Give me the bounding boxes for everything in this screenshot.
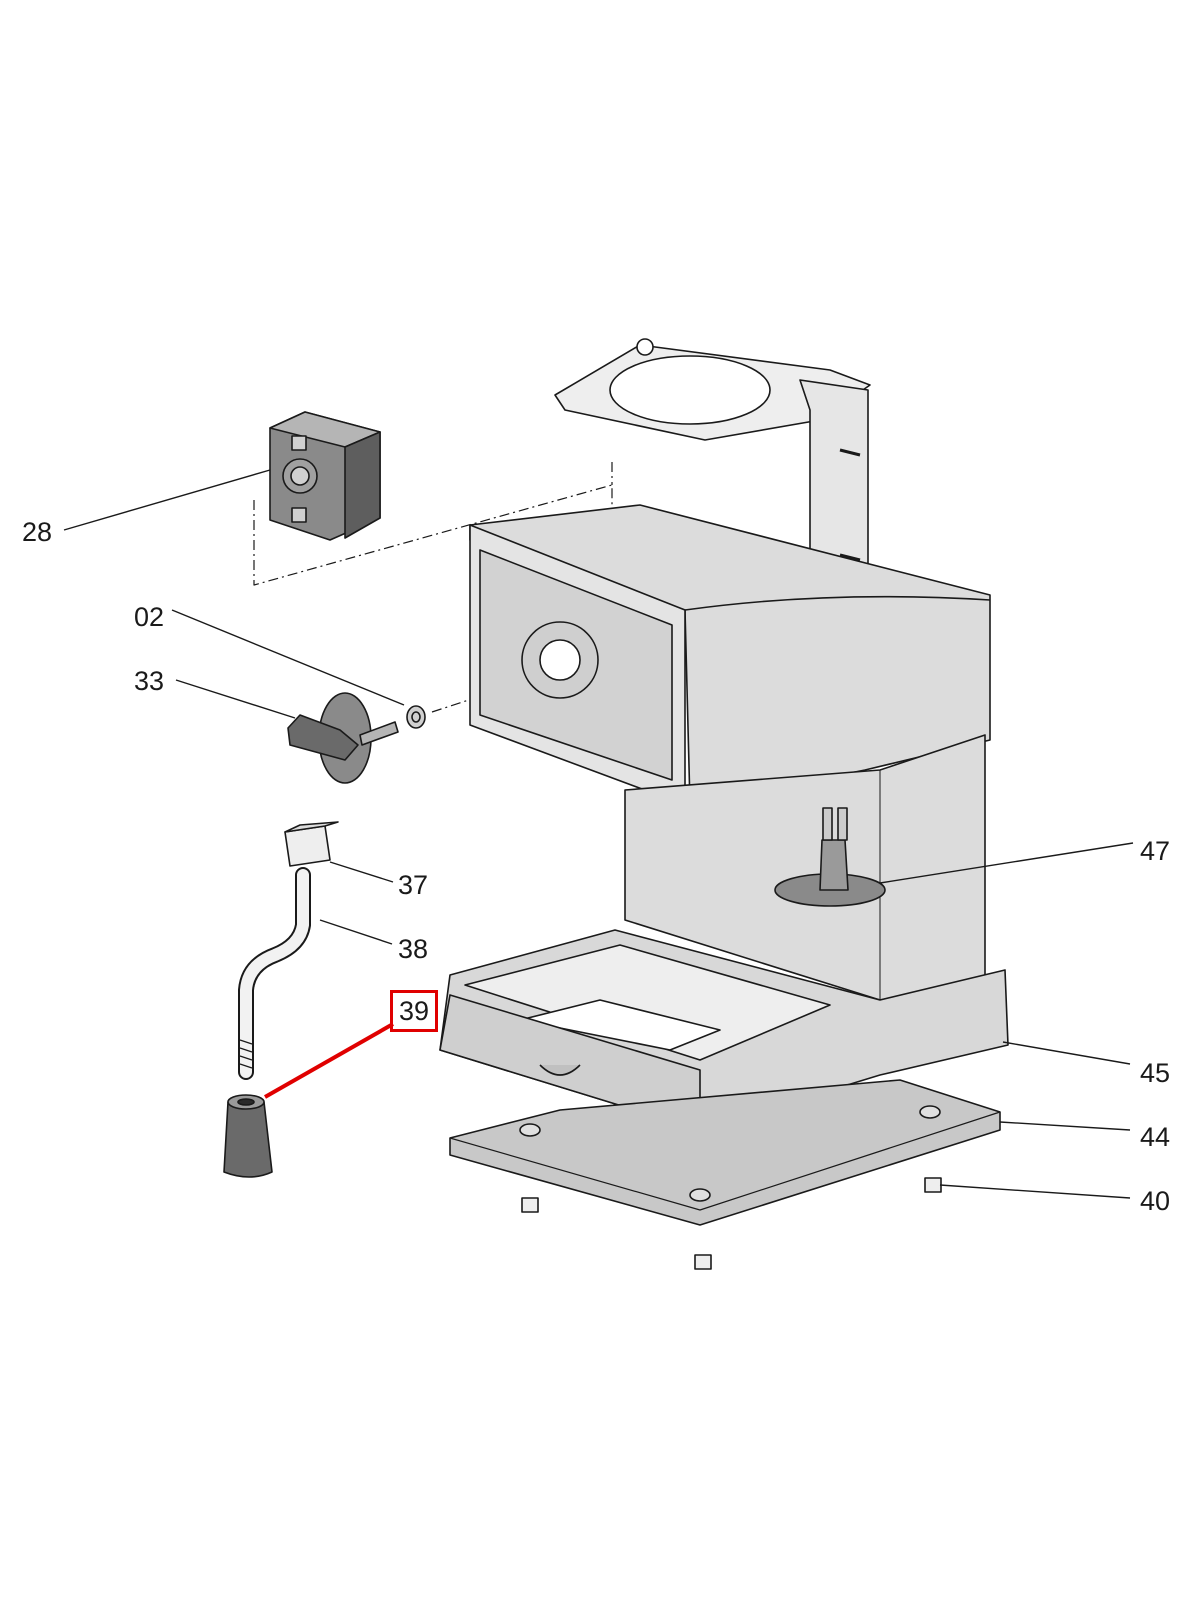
callout-28: 28 <box>22 517 53 547</box>
leader-02 <box>171 609 405 706</box>
callout-39-highlighted: 39 <box>390 990 439 1032</box>
leader-37 <box>329 861 394 883</box>
part-40-feet <box>521 1177 942 1270</box>
part-main-body-upper <box>469 504 991 806</box>
part-39-nozzle-tip <box>223 1094 273 1178</box>
leader-44 <box>999 1121 1131 1131</box>
leader-47 <box>879 842 1134 884</box>
callout-02: 02 <box>134 602 165 632</box>
part-47-spout <box>774 807 886 907</box>
callout-37: 37 <box>398 870 429 900</box>
callout-45: 45 <box>1140 1058 1171 1088</box>
part-45-drip-tray-base <box>439 929 1009 1131</box>
part-02-spring <box>406 705 426 729</box>
callout-40: 40 <box>1140 1186 1171 1216</box>
callout-33: 33 <box>134 666 165 696</box>
callout-38: 38 <box>398 934 429 964</box>
callout-47: 47 <box>1140 836 1171 866</box>
leader-45 <box>1002 1041 1131 1065</box>
callout-44: 44 <box>1140 1122 1171 1152</box>
leader-39-highlight <box>264 1022 394 1099</box>
part-33-knob <box>287 692 399 784</box>
leader-33 <box>175 679 296 719</box>
part-upper-bracket <box>554 338 871 591</box>
leader-lines <box>63 469 1134 1199</box>
leader-38 <box>319 919 393 945</box>
part-38-tube <box>238 867 311 1080</box>
part-44-bottom-plate <box>449 1079 1001 1226</box>
part-37-clip <box>284 821 339 867</box>
leader-28 <box>63 469 271 531</box>
leader-40 <box>939 1184 1131 1199</box>
part-28-switch-block <box>269 411 381 541</box>
